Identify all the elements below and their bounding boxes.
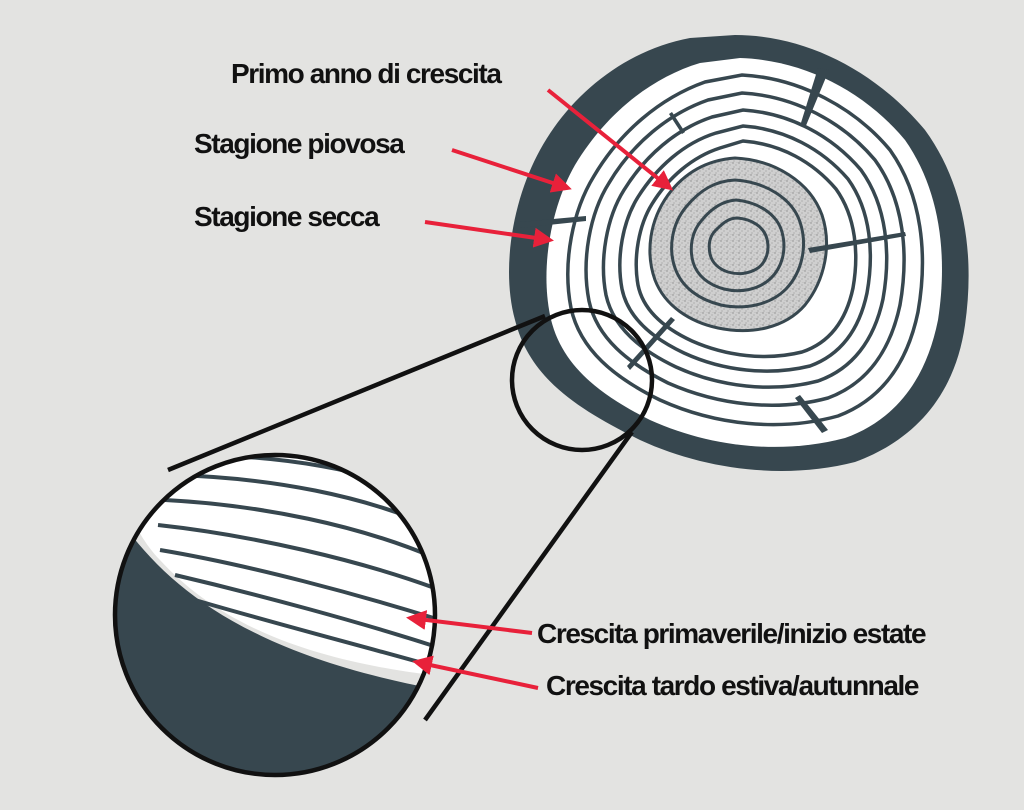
arrow-icon (412, 655, 539, 690)
arrow-icon (546, 88, 674, 191)
zoom-wood (120, 455, 435, 676)
bark-cracks (520, 68, 906, 433)
magnifier-small-circle (509, 307, 655, 453)
label-early-growth: Crescita primaverile/inizio estate (537, 618, 927, 649)
label-dry-season: Stagione secca (194, 201, 380, 232)
arrow-icon (451, 148, 572, 193)
growth-rings (566, 73, 925, 427)
magnifier-large-circle (112, 452, 438, 778)
label-first-year: Primo anno di crescita (231, 58, 502, 89)
zoom-bark (115, 520, 435, 775)
zoom-detail (115, 455, 435, 775)
inner-rings (670, 178, 805, 309)
arrow-icon (406, 610, 533, 635)
pith-first-year (648, 156, 829, 333)
label-rainy-season: Stagione piovosa (194, 128, 405, 159)
zoom-line-top (167, 313, 546, 473)
label-late-growth: Crescita tardo estiva/autunnale (546, 670, 919, 701)
pointer-arrows (406, 88, 674, 690)
tree-cross-section (509, 35, 969, 471)
arrow-icon (424, 220, 554, 248)
